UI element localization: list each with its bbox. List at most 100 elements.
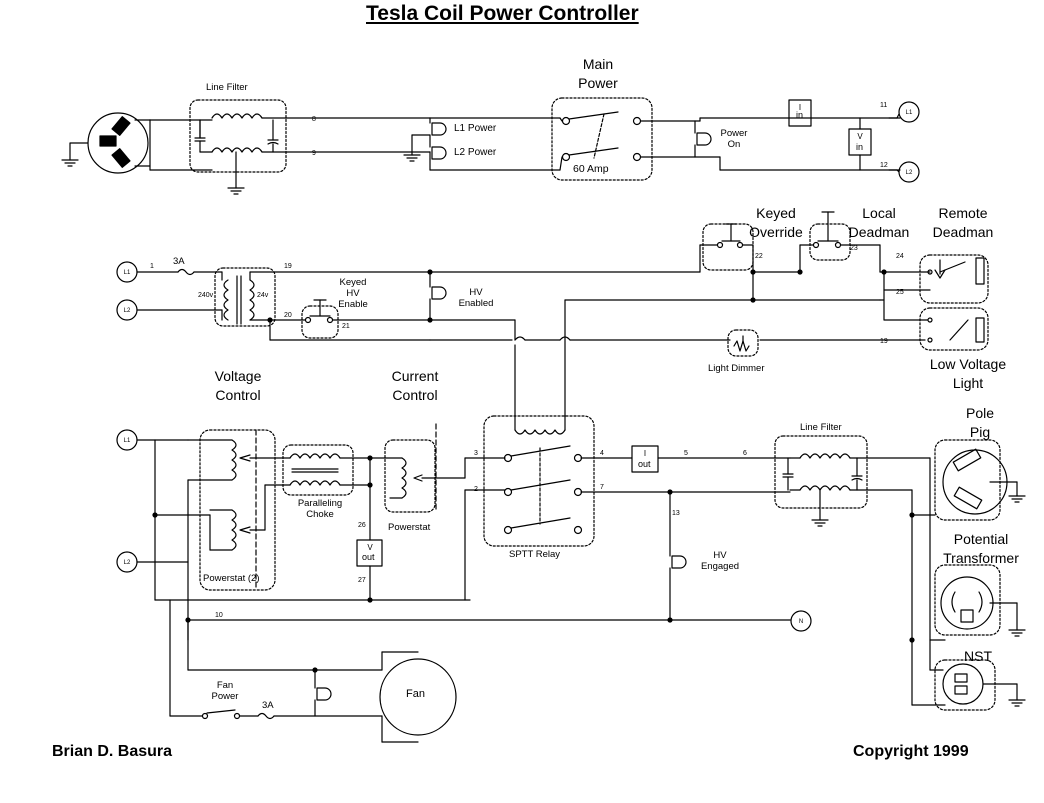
label-keyed-hv-enable: Keyed HV Enable	[338, 277, 368, 310]
wire-num: 13	[672, 510, 680, 517]
terminal-l2: L2	[124, 560, 131, 566]
wire-num: 5	[684, 450, 688, 457]
nst-receptacle	[935, 660, 1017, 710]
current-control-powerstat[interactable]	[385, 424, 436, 512]
light-dimmer[interactable]	[728, 330, 758, 356]
wire-num: 20	[284, 312, 292, 319]
hv-engaged-lamp	[672, 556, 686, 568]
label-sptt-relay: SPTT Relay	[509, 549, 561, 560]
ground-icon	[228, 188, 244, 194]
author-name: Brian D. Basura	[52, 743, 173, 760]
label-fuse-3a: 3A	[262, 700, 274, 711]
meter-out-label: out	[638, 459, 651, 469]
indicator-lamp-l1	[432, 123, 446, 135]
fan-power-switch[interactable]	[203, 710, 240, 719]
line-filter-top	[190, 100, 286, 188]
hv-enabled-lamp	[432, 287, 446, 299]
label-powerstat: Powerstat	[388, 522, 431, 533]
voltage-control-powerstats[interactable]	[200, 430, 275, 590]
label-sixty-amp: 60 Amp	[573, 163, 609, 175]
wire-num: 23	[850, 245, 858, 252]
label-pole-pig: Pole Pig	[965, 405, 995, 440]
wire-num: 19	[880, 338, 888, 345]
label-hv-engaged: HV Engaged	[700, 550, 740, 572]
label-l2-power: L2 Power	[454, 147, 497, 158]
wire-num: 1	[150, 263, 154, 270]
sptt-relay	[484, 416, 594, 546]
wire-num: 3	[474, 450, 478, 457]
meter-letter: I	[644, 449, 646, 458]
power-on-lamp	[697, 133, 711, 145]
paralleling-choke	[283, 445, 353, 495]
terminal-l2: L2	[906, 170, 913, 176]
diagram-title: Tesla Coil Power Controller	[366, 2, 639, 25]
fan-power-lamp	[317, 688, 331, 700]
label-main-power: Main Power	[578, 56, 618, 91]
label-fan-power: Fan Power	[211, 680, 239, 702]
wire-num: 2	[474, 486, 478, 493]
wire-num: 27	[358, 577, 366, 584]
wire-num: 26	[358, 522, 366, 529]
wire-num: 22	[755, 253, 763, 260]
fuse-icon	[258, 714, 274, 719]
meter-letter: I	[799, 103, 801, 112]
label-current-control: Current Control	[391, 368, 439, 403]
ammeter-out	[632, 446, 658, 472]
label-fuse-3a: 3A	[173, 256, 185, 267]
wire-num: 24	[896, 253, 904, 260]
meter-in-label: in	[796, 110, 804, 120]
meter-letter: V	[857, 132, 863, 141]
ground-icon	[62, 160, 78, 166]
label-powerstat-2: Powerstat (2)	[203, 573, 260, 584]
terminal-l1: L1	[124, 438, 131, 444]
wire-numbers: 8 9 11 12 1 19 20 21 22 23 24 25 19 3 4 …	[150, 102, 904, 619]
wire-num: 9	[312, 150, 316, 157]
terminal-neutral: N	[799, 619, 803, 625]
label-240v: 240v	[198, 292, 214, 299]
terminal-l1: L1	[906, 110, 913, 116]
meter-in-label: in	[856, 142, 864, 152]
ground-icon	[1009, 700, 1025, 706]
remote-deadman-jack[interactable]	[920, 255, 988, 303]
terminals: L1 L2 L1 L2 L1 L2 N	[124, 110, 913, 625]
wire-num: 11	[880, 102, 887, 109]
wire-num: 8	[312, 116, 316, 123]
wire-num: 6	[743, 450, 747, 457]
copyright-text: Copyright 1999	[853, 743, 969, 760]
indicator-lamp-l2	[432, 147, 446, 159]
wire-num: 25	[896, 289, 904, 296]
wire-num: 7	[600, 484, 604, 491]
meter-letters: I V I V	[367, 103, 863, 552]
label-low-voltage-light: Low Voltage Light	[929, 356, 1007, 391]
label-line-filter: Line Filter	[206, 82, 248, 93]
terminal-l2: L2	[124, 308, 131, 314]
wire-num: 12	[880, 162, 888, 169]
label-keyed-override: Keyed Override	[749, 205, 803, 240]
label-remote-deadman: Remote Deadman	[932, 205, 994, 240]
ground-icon	[1009, 630, 1025, 636]
label-l1-power: L1 Power	[454, 123, 497, 134]
fuse-icon	[178, 270, 194, 275]
label-fan: Fan	[406, 688, 425, 700]
ammeter-in	[789, 100, 811, 126]
terminal-l1: L1	[124, 270, 131, 276]
label-power-on: Power On	[720, 128, 748, 150]
label-24v: 24v	[257, 292, 269, 299]
label-potential-transformer: Potential Transformer	[943, 531, 1019, 566]
power-plug-icon	[88, 113, 148, 173]
meter-out-label: out	[362, 552, 375, 562]
ground-icon	[812, 520, 828, 526]
label-voltage-control: Voltage Control	[214, 368, 262, 403]
label-light-dimmer: Light Dimmer	[708, 363, 765, 374]
wire-num: 10	[215, 612, 223, 619]
label-local-deadman: Local Deadman	[848, 205, 910, 240]
label-paralleling-choke: Paralleling Choke	[297, 498, 343, 520]
potential-transformer-receptacle	[935, 565, 1017, 635]
wire-num: 21	[342, 323, 350, 330]
wire-num: 4	[600, 450, 604, 457]
control-transformer	[215, 268, 275, 326]
label-hv-enabled: HV Enabled	[458, 287, 494, 309]
wire-num: 19	[284, 263, 292, 270]
line-filter-mid	[775, 436, 867, 508]
